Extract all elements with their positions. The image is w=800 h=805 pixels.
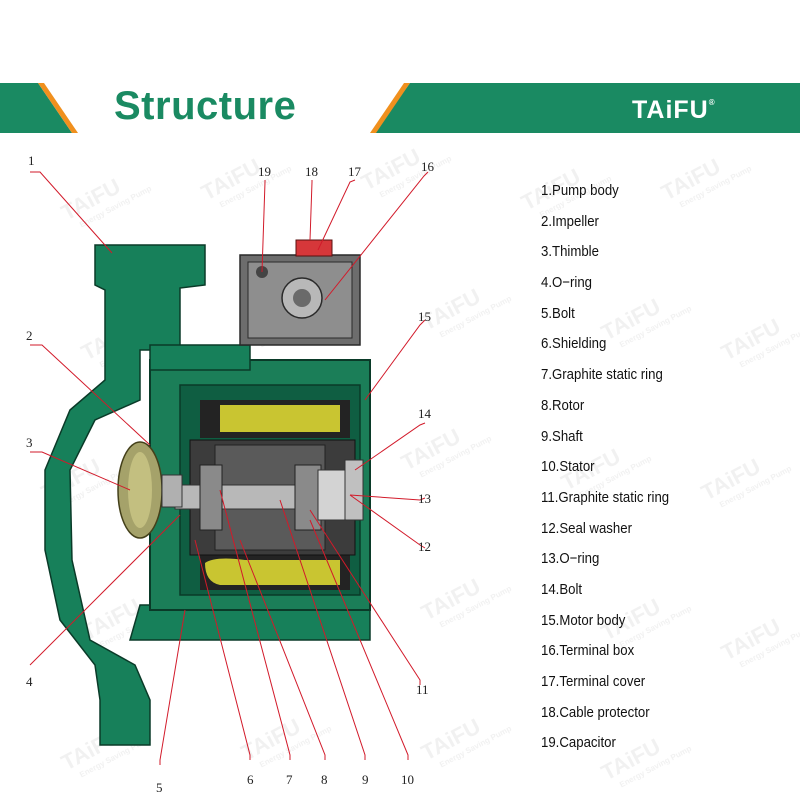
banner-shapes — [0, 83, 800, 133]
part-item: 17.Terminal cover — [541, 673, 646, 690]
brand-logo: TAiFU® — [632, 96, 716, 125]
callout-19: 19 — [258, 164, 271, 179]
callout-17: 17 — [348, 164, 362, 179]
callout-2: 2 — [26, 328, 33, 343]
callout-labels: 1 2 3 4 5 6 7 8 9 10 11 12 13 14 15 16 1… — [26, 153, 435, 795]
part-item: 4.O−ring — [541, 274, 592, 292]
callout-6: 6 — [247, 772, 254, 787]
header-banner — [0, 83, 800, 133]
callout-7: 7 — [286, 772, 293, 787]
registered-mark: ® — [708, 98, 716, 107]
part-item: 11.Graphite static ring — [541, 488, 670, 506]
rotor-shape — [174, 439, 364, 556]
part-item: 15.Motor body — [541, 611, 626, 629]
callout-18: 18 — [305, 164, 318, 179]
part-item: 14.Bolt — [541, 580, 583, 598]
part-item: 5.Bolt — [541, 304, 575, 322]
callout-14: 14 — [418, 406, 432, 421]
callout-9: 9 — [362, 772, 369, 787]
part-item: 8.Rotor — [541, 396, 585, 414]
callout-10: 10 — [401, 772, 414, 787]
leader-lines — [29, 171, 429, 765]
part-item: 9.Shaft — [541, 427, 583, 445]
part-item: 7.Graphite static ring — [541, 366, 663, 384]
part-item: 12.Seal washer — [541, 519, 632, 537]
part-item: 1.Pump body — [541, 182, 619, 199]
callout-3: 3 — [26, 435, 33, 450]
callout-4: 4 — [26, 674, 33, 689]
callout-16: 16 — [421, 159, 435, 174]
impeller-shape — [117, 441, 183, 539]
part-item: 13.O−ring — [541, 550, 600, 568]
part-item: 19.Capacitor — [541, 734, 616, 752]
parts-list: 1.Pump body 2.Impeller 3.Thimble 4.O−rin… — [541, 180, 687, 763]
part-item: 2.Impeller — [541, 212, 599, 230]
page-title: Structure — [114, 84, 297, 128]
pump-cross-section: 1 2 3 4 5 6 7 8 9 10 11 12 13 14 15 16 1… — [0, 140, 480, 800]
stator-shape — [200, 400, 350, 590]
callout-8: 8 — [321, 772, 328, 787]
part-item: 10.Stator — [541, 458, 595, 476]
part-item: 3.Thimble — [541, 243, 599, 261]
part-item: 6.Shielding — [541, 335, 607, 353]
brand-name: TAiFU — [632, 96, 709, 124]
callout-12: 12 — [418, 539, 431, 554]
callout-5: 5 — [156, 780, 163, 795]
part-item: 16.Terminal box — [541, 642, 635, 660]
callout-1: 1 — [28, 153, 35, 168]
callout-13: 13 — [418, 491, 431, 506]
terminal-box-shape — [239, 239, 361, 346]
callout-11: 11 — [416, 682, 429, 697]
callout-15: 15 — [418, 309, 431, 324]
part-item: 18.Cable protector — [541, 703, 650, 721]
pump-drawing: 1 2 3 4 5 6 7 8 9 10 11 12 13 14 15 16 1… — [26, 153, 435, 795]
